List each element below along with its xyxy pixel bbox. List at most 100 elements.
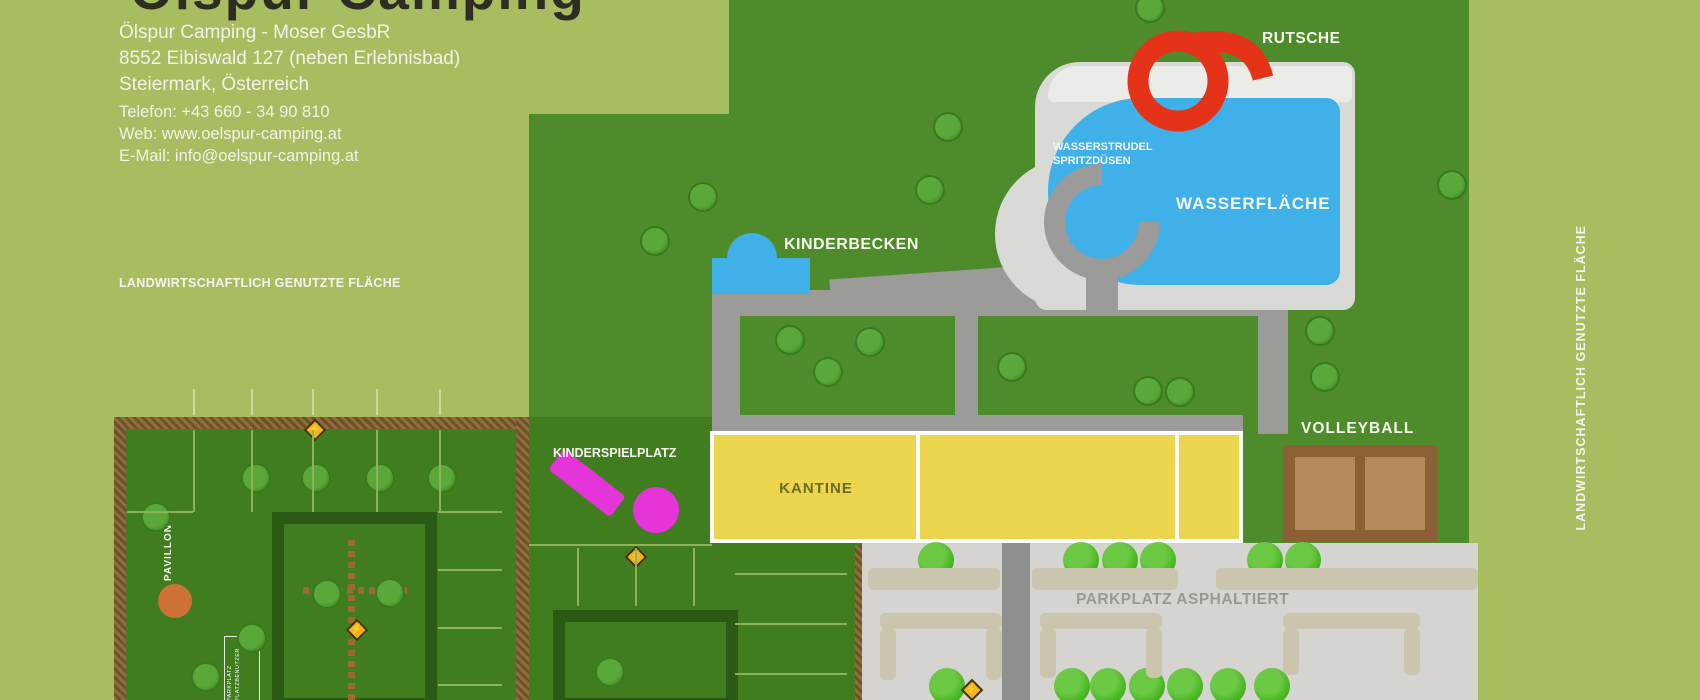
pitch-divider-line: [438, 684, 502, 686]
phone-line: Telefon: +43 660 - 34 90 810: [119, 103, 330, 121]
tree-icon: [997, 352, 1027, 382]
pitch-divider-line-faint: [251, 389, 253, 415]
pavillon-label: PAVILLON: [163, 524, 174, 582]
tree-icon: [427, 463, 457, 493]
parking-row-marker: [1040, 628, 1056, 678]
tree-icon: [1310, 362, 1340, 392]
page-title: Ölspur Camping: [130, 0, 586, 22]
pitch-divider-line: [735, 623, 847, 625]
parking-row-marker: [1283, 628, 1299, 675]
pitch-divider-line: [693, 548, 695, 606]
pitch-divider-line: [127, 511, 193, 513]
street-address: 8552 Eibiswald 127 (neben Erlebnisbad): [119, 48, 461, 69]
bush-icon: [1090, 668, 1126, 700]
parking-row-marker: [1216, 568, 1478, 590]
kantine-label: KANTINE: [779, 480, 853, 497]
tree-icon: [237, 623, 267, 653]
tree-icon: [375, 578, 405, 608]
tree-icon: [312, 579, 342, 609]
parking-row-marker: [868, 568, 1000, 590]
pool-deck-edge: [1048, 66, 1352, 102]
pitch-divider-line: [312, 430, 314, 512]
upper-grass-strip: [529, 114, 729, 417]
agricultural-area-label-left: LANDWIRTSCHAFTLICH GENUTZTE FLÄCHE: [119, 276, 401, 290]
slide-label: RUTSCHE: [1262, 30, 1341, 47]
parking-row-marker: [1283, 613, 1420, 629]
pitch-divider-line: [438, 569, 502, 571]
pitch-divider-line-faint: [312, 389, 314, 415]
kantine-divider-1: [916, 435, 920, 539]
kids-pool: [712, 258, 810, 294]
tree-icon: [775, 325, 805, 355]
tree-icon: [640, 226, 670, 256]
parking-row-marker: [880, 613, 1002, 629]
tree-icon: [1165, 377, 1195, 407]
camp-dirt-path-vertical: [348, 540, 355, 700]
kantine-divider-2: [1175, 435, 1179, 539]
parking-row-marker: [986, 628, 1002, 680]
tree-icon: [813, 357, 843, 387]
main-road: [712, 415, 1243, 434]
tree-icon: [1135, 0, 1165, 23]
whirlpool-stem: [1086, 262, 1118, 316]
path-vertical-east: [1258, 310, 1288, 434]
parking-road: [1002, 543, 1030, 700]
region-line: Steiermark, Österreich: [119, 74, 310, 95]
tree-icon: [241, 463, 271, 493]
legend-line-1: PARKPLATZ: [227, 665, 233, 700]
company-name: Ölspur Camping - Moser GesbR: [119, 22, 391, 43]
parking-label: PARKPLATZ ASPHALTIERT: [1076, 591, 1290, 608]
parking-row-marker: [1146, 628, 1162, 678]
bush-icon: [1210, 668, 1246, 700]
pitch-divider-line: [251, 430, 253, 512]
pavillon-icon: [158, 584, 192, 618]
water-slide-icon: [1127, 30, 1274, 132]
tree-icon: [915, 175, 945, 205]
playground-circle: [633, 487, 679, 533]
tree-icon: [595, 657, 625, 687]
hedge-left: [114, 417, 126, 700]
email-line: E-Mail: info@oelspur-camping.at: [119, 147, 359, 165]
pitch-divider-line: [376, 430, 378, 512]
pitch-divider-line: [735, 673, 847, 675]
tree-icon: [191, 662, 221, 692]
swimming-pool: [1048, 98, 1340, 285]
tree-icon: [1437, 170, 1467, 200]
parking-row-marker: [1040, 613, 1162, 629]
parking-row-marker: [880, 628, 896, 680]
whirlpool-label-line1: WASSERSTRUDEL: [1053, 141, 1153, 153]
volleyball-court-2: [1365, 457, 1425, 530]
pitch-divider-line: [439, 430, 441, 512]
tree-icon: [141, 502, 171, 532]
web-line: Web: www.oelspur-camping.at: [119, 125, 342, 143]
parking-row-marker: [1404, 628, 1420, 675]
tree-icon: [933, 112, 963, 142]
playground-label: KINDERSPIELPLATZ: [553, 446, 677, 460]
pitch-divider-line: [529, 544, 712, 546]
pitch-divider-line: [438, 627, 502, 629]
path-vertical-west: [712, 290, 740, 434]
camp-dirt-path-horizontal: [303, 587, 407, 594]
pitch-divider-line: [193, 430, 195, 512]
bush-icon: [1054, 668, 1090, 700]
inner-camp-field-2: [553, 610, 738, 700]
pitch-divider-line-faint: [193, 389, 195, 415]
pitch-divider-line: [735, 573, 847, 575]
hedge-right: [516, 417, 529, 700]
pitch-divider-line-faint: [376, 389, 378, 415]
agricultural-area-label-right: LANDWIRTSCHAFTLICH GENUTZTE FLÄCHE: [1574, 225, 1588, 531]
pitch-divider-line: [577, 548, 579, 606]
pitch-divider-line: [438, 511, 502, 513]
tree-icon: [1305, 316, 1335, 346]
volleyball-court-1: [1295, 457, 1355, 530]
tree-icon: [1133, 376, 1163, 406]
tree-icon: [365, 463, 395, 493]
whirlpool-label-line2: SPRITZDÜSEN: [1053, 155, 1131, 167]
path-vertical-mid: [955, 300, 978, 434]
parking-row-marker: [1032, 568, 1178, 590]
camping-field-south: [729, 543, 862, 700]
kids-pool-label: KINDERBECKEN: [784, 236, 919, 253]
kantine-fill: [714, 435, 1239, 539]
pitch-divider-line-faint: [439, 389, 441, 415]
